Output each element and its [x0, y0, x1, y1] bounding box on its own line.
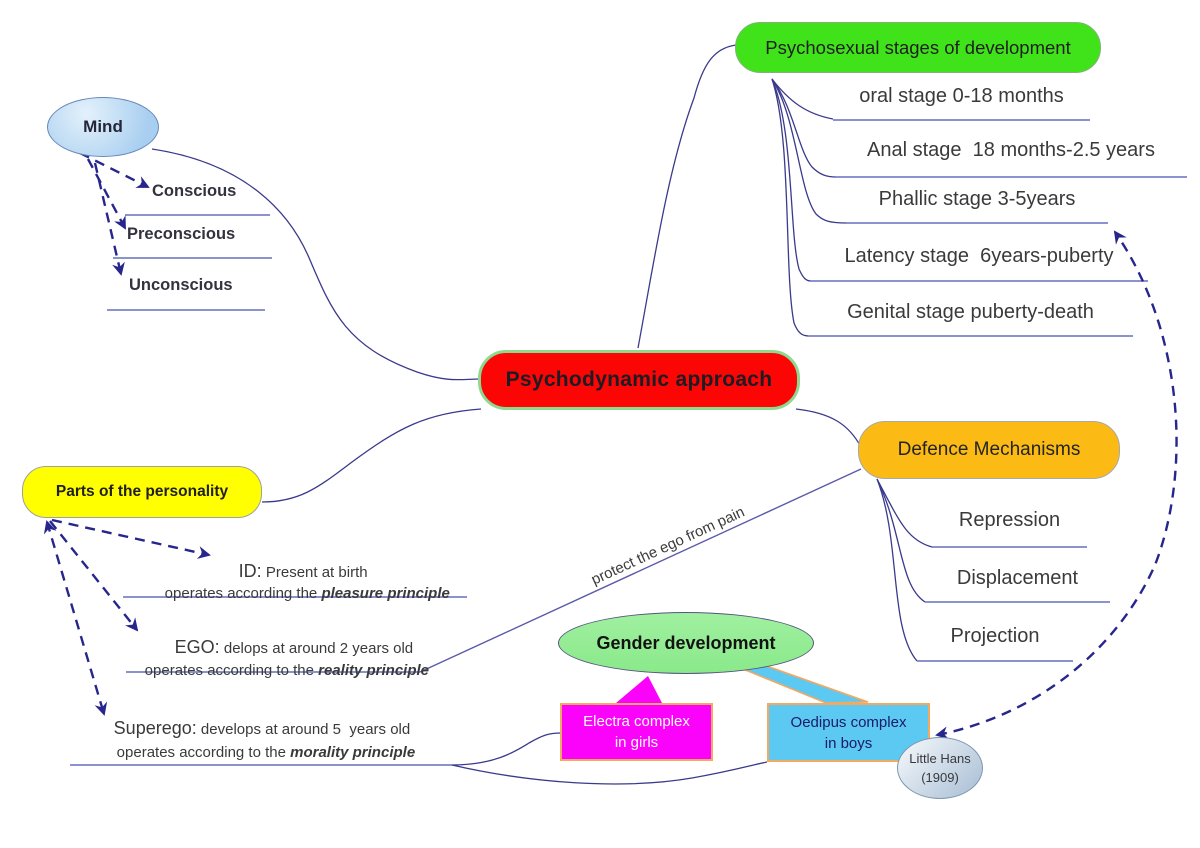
node-psychodynamic-approach[interactable]: Psychodynamic approach — [478, 350, 800, 410]
dashed-arrows — [43, 151, 1178, 740]
branch-unconscious[interactable]: Unconscious — [129, 276, 233, 294]
arrow-mind-unconscious — [93, 162, 125, 276]
branch-ego[interactable]: EGO: delops at around 2 years old — [158, 620, 413, 675]
line-stages-phallic — [771, 78, 847, 224]
oedipus-pointer — [740, 663, 869, 704]
line-ego-to-defence — [419, 468, 862, 673]
line-central-to-personality — [261, 408, 482, 503]
line-stages-anal — [771, 78, 837, 178]
branch-projection[interactable]: Projection — [950, 625, 1040, 647]
littlehans-line1: Little Hans — [909, 750, 971, 766]
line-superego-to-oedipus — [451, 761, 768, 785]
line-central-to-defence — [795, 408, 862, 448]
stages-label: Psychosexual stages of development — [765, 36, 1071, 58]
gender-label: Gender development — [596, 632, 776, 653]
line-stages-latency — [771, 78, 812, 282]
oedipus-line1: Oedipus complex — [790, 713, 907, 731]
line-defence-repression — [876, 478, 933, 548]
personality-label: Parts of the personality — [55, 483, 229, 500]
node-gender-development[interactable]: Gender development — [558, 612, 814, 674]
branch-oral-stage[interactable]: oral stage 0-18 months — [859, 85, 1064, 107]
branch-latency-stage[interactable]: Latency stage 6years-puberty — [844, 245, 1114, 267]
id-principle: pleasure principle — [321, 585, 450, 602]
littlehans-line2: (1909) — [921, 770, 959, 785]
line-defence-displacement — [876, 478, 926, 603]
superego-principle: morality principle — [290, 744, 416, 761]
node-mind[interactable]: Mind — [47, 97, 159, 157]
branch-displacement[interactable]: Displacement — [956, 567, 1079, 589]
branch-conscious[interactable]: Conscious — [152, 182, 237, 200]
electra-pointer — [616, 676, 662, 703]
branch-repression[interactable]: Repression — [958, 509, 1061, 531]
line-defence-projection — [876, 478, 918, 662]
superego-desc: develops at around 5 years old — [196, 721, 411, 738]
node-little-hans[interactable]: Little Hans (1909) — [897, 737, 983, 799]
line-stages-oral — [771, 78, 834, 120]
node-electra-complex[interactable]: Electra complex in girls — [560, 703, 713, 761]
node-defence-mechanisms[interactable]: Defence Mechanisms — [858, 421, 1120, 479]
branch-anal-stage[interactable]: Anal stage 18 months-2.5 years — [867, 139, 1155, 161]
line-mind-to-central — [151, 148, 480, 381]
central-label: Psychodynamic approach — [505, 368, 773, 391]
arrow-mind-preconscious — [86, 158, 127, 230]
arrow-oedipus-to-phallic — [935, 230, 1178, 740]
branch-genital-stage[interactable]: Genital stage puberty-death — [847, 301, 1094, 323]
mind-label: Mind — [83, 117, 123, 136]
superego-term: Superego: — [113, 718, 197, 738]
node-psychosexual-stages[interactable]: Psychosexual stages of development — [735, 22, 1101, 73]
id-detail-text: operates according the — [164, 585, 322, 602]
ego-principle: reality principle — [318, 662, 429, 679]
oedipus-line2: in boys — [824, 734, 873, 752]
ego-detail: operates according to the reality princi… — [128, 645, 429, 696]
branch-superego[interactable]: Superego: develops at around 5 years old — [97, 701, 411, 756]
superego-detail: operates according to the morality princ… — [100, 727, 416, 778]
defence-label: Defence Mechanisms — [897, 439, 1081, 460]
line-superego-to-electra — [451, 732, 562, 766]
electra-line2: in girls — [614, 734, 659, 751]
solid-connectors — [151, 44, 933, 785]
ego-desc: delops at around 2 years old — [219, 640, 414, 657]
arrow-personality-id — [51, 518, 211, 559]
superego-detail-text: operates according to the — [116, 744, 291, 761]
branch-phallic-stage[interactable]: Phallic stage 3-5years — [878, 188, 1076, 210]
branch-id[interactable]: ID: Present at birth — [222, 544, 368, 599]
arrow-personality-superego — [43, 520, 108, 716]
id-term: ID: — [238, 561, 262, 581]
electra-line1: Electra complex — [583, 713, 690, 730]
ego-detail-text: operates according to the — [144, 662, 319, 679]
ego-term: EGO: — [174, 637, 220, 657]
id-desc: Present at birth — [261, 564, 368, 581]
id-detail: operates according the pleasure principl… — [148, 568, 450, 619]
arrow-mind-conscious — [79, 151, 150, 189]
node-parts-of-personality[interactable]: Parts of the personality — [22, 466, 262, 518]
branch-preconscious[interactable]: Preconscious — [127, 225, 236, 243]
line-central-to-stages — [637, 44, 737, 349]
line-stages-genital — [771, 78, 810, 337]
